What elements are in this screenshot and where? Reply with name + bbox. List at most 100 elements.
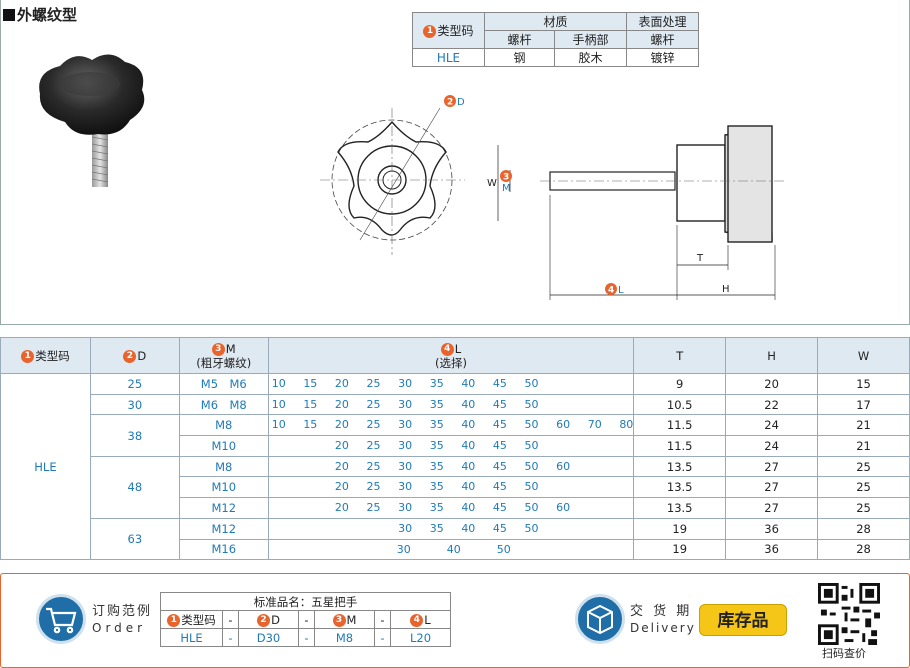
l-value: 20 bbox=[334, 501, 349, 515]
l-value: 25 bbox=[366, 480, 381, 494]
technical-drawing: 2 D W 3 M T H 4 L bbox=[320, 95, 785, 300]
badge-1-icon: 1 bbox=[423, 25, 437, 38]
delivery-label-en: Delivery bbox=[630, 621, 696, 635]
badge-1-icon: 1 bbox=[21, 349, 35, 363]
l-value: 30 bbox=[398, 397, 413, 411]
l-value: 30 bbox=[398, 418, 413, 432]
product-image bbox=[39, 54, 145, 187]
l-value: 25 bbox=[366, 439, 381, 453]
cell-h: 27 bbox=[725, 497, 819, 519]
l-value: 45 bbox=[492, 397, 507, 411]
cell-w: 21 bbox=[817, 435, 910, 457]
l-value: 20 bbox=[334, 377, 349, 390]
cell-h: 22 bbox=[725, 393, 819, 416]
cell-d: 63 bbox=[89, 517, 180, 561]
cell-w: 28 bbox=[817, 538, 910, 561]
l-value: 80 bbox=[619, 418, 634, 432]
badge-1-icon: 1 bbox=[167, 613, 181, 627]
l-value: 45 bbox=[492, 459, 507, 473]
l-value: 50 bbox=[524, 418, 539, 432]
svg-text:4: 4 bbox=[608, 286, 614, 296]
l-value: 50 bbox=[524, 521, 539, 535]
l-value: 20 bbox=[334, 439, 349, 453]
l-value: 25 bbox=[366, 418, 381, 432]
badge-2-icon: 2 bbox=[123, 349, 137, 363]
l-value: 25 bbox=[366, 459, 381, 473]
l-value: 30 bbox=[398, 377, 413, 390]
l-value: 50 bbox=[524, 459, 539, 473]
label-h: H bbox=[722, 284, 730, 295]
cell-w: 28 bbox=[817, 517, 910, 540]
l-value: 50 bbox=[524, 439, 539, 453]
cell-code: HLE bbox=[0, 372, 91, 561]
page-title: 外螺纹型 bbox=[3, 4, 77, 25]
cell-d: 25 bbox=[89, 373, 180, 395]
l-value: 15 bbox=[303, 397, 318, 411]
l-value: 45 bbox=[492, 377, 507, 390]
l-value: 30 bbox=[398, 480, 413, 494]
cell-t: 11.5 bbox=[633, 414, 727, 437]
l-value: 40 bbox=[461, 480, 476, 494]
l-value: 45 bbox=[492, 418, 507, 432]
qr-code-icon[interactable] bbox=[818, 583, 880, 645]
l-value: 25 bbox=[366, 377, 381, 390]
qr-label: 扫码查价 bbox=[822, 647, 866, 660]
cell-h: 24 bbox=[725, 414, 819, 437]
l-value: 50 bbox=[524, 377, 539, 390]
cell-w: 17 bbox=[817, 393, 910, 416]
cell-t: 13.5 bbox=[633, 497, 727, 519]
stock-badge: 库存品 bbox=[699, 604, 787, 636]
cell-h: 36 bbox=[725, 538, 819, 561]
title-square-icon bbox=[3, 8, 15, 21]
l-value: 50 bbox=[524, 480, 539, 494]
l-value: 40 bbox=[461, 418, 476, 432]
l-value: 60 bbox=[556, 501, 571, 515]
l-value: 30 bbox=[398, 521, 413, 535]
cell-t: 19 bbox=[633, 538, 727, 561]
l-value: 30 bbox=[398, 459, 413, 473]
cart-icon bbox=[36, 594, 86, 644]
l-value: 45 bbox=[492, 501, 507, 515]
header-w: W bbox=[817, 337, 910, 374]
badge-2-icon: 2 bbox=[257, 613, 271, 627]
l-value: 50 bbox=[524, 501, 539, 515]
l-value: 35 bbox=[429, 521, 444, 535]
header-h: H bbox=[725, 337, 819, 374]
cell-t: 10.5 bbox=[633, 393, 727, 416]
cell-t: 9 bbox=[633, 373, 727, 395]
l-value: 40 bbox=[461, 439, 476, 453]
l-value: 60 bbox=[556, 459, 571, 473]
l-value: 20 bbox=[334, 459, 349, 473]
cell-w: 15 bbox=[817, 373, 910, 395]
cell-m: M10 bbox=[178, 435, 269, 457]
label-t: T bbox=[696, 253, 704, 264]
l-value: 35 bbox=[429, 418, 444, 432]
l-value: 40 bbox=[446, 542, 461, 556]
l-value: 20 bbox=[334, 480, 349, 494]
cell-h: 36 bbox=[725, 517, 819, 540]
cell-w: 25 bbox=[817, 455, 910, 478]
l-value: 25 bbox=[366, 397, 381, 411]
cell-m: M12 bbox=[178, 517, 269, 540]
l-value: 50 bbox=[496, 542, 511, 556]
label-w: W bbox=[487, 178, 497, 189]
l-value: 20 bbox=[334, 397, 349, 411]
cell-m: M16 bbox=[178, 538, 269, 561]
badge-4-icon: 4 bbox=[410, 613, 424, 627]
svg-text:2: 2 bbox=[447, 98, 453, 108]
label-m: M bbox=[502, 183, 511, 194]
